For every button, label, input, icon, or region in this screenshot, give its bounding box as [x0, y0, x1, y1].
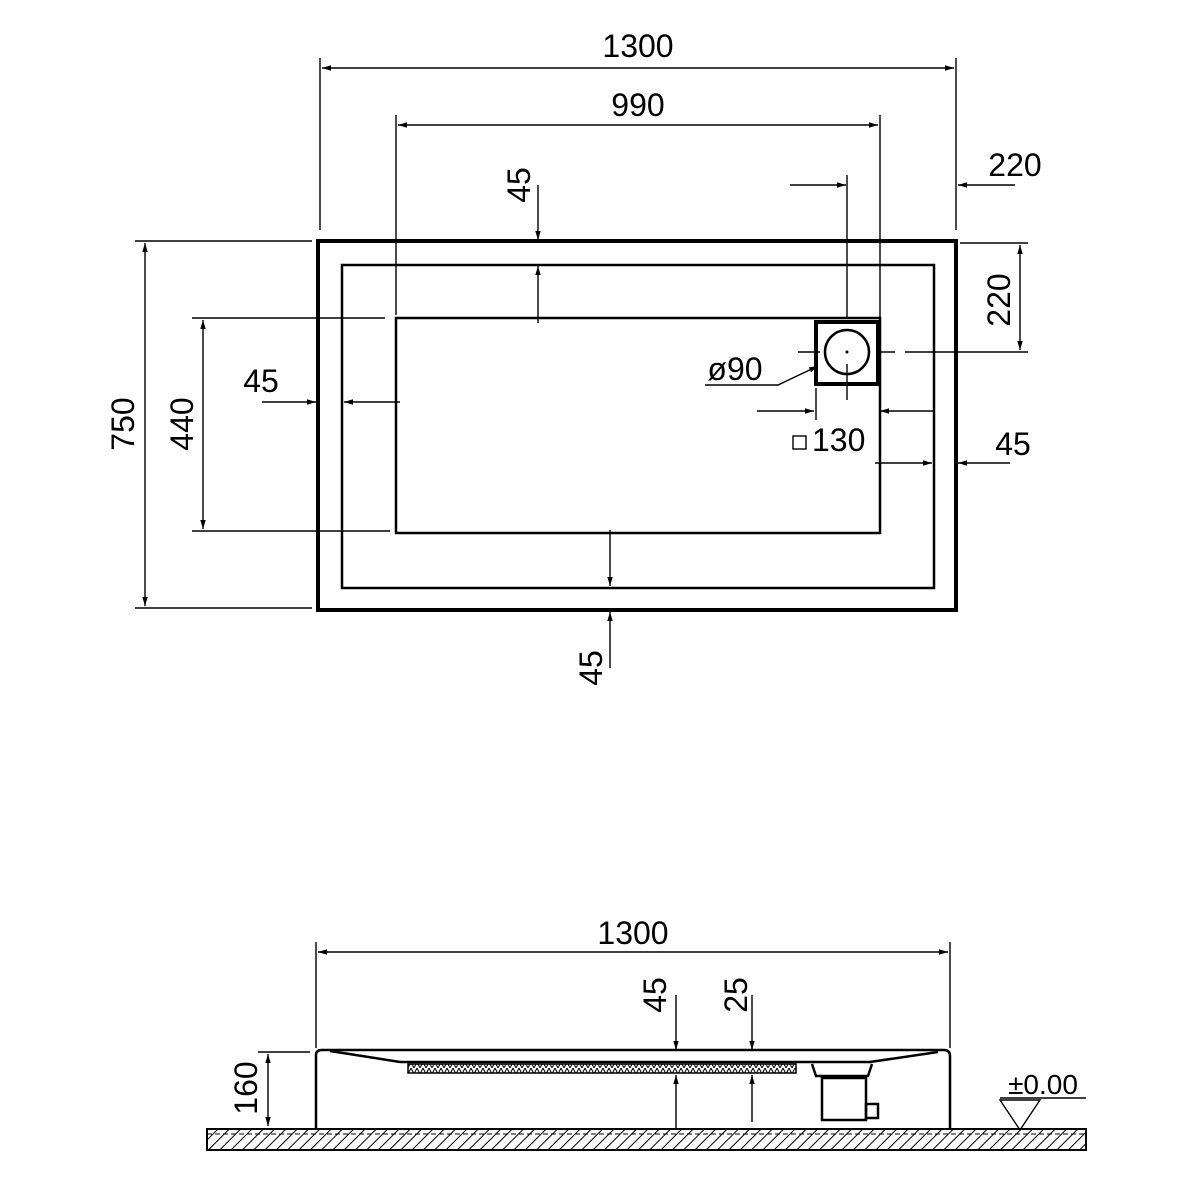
dim-drain-y-label: 220 — [981, 273, 1017, 326]
dim-rim-bottom-label: 45 — [573, 650, 609, 686]
drain-center — [845, 350, 849, 354]
dim-990 — [395, 115, 881, 320]
dim-side-depth-a: 45 — [637, 977, 673, 1013]
level-triangle-icon — [998, 1099, 1042, 1132]
grating — [407, 1063, 797, 1074]
side-view: 1300 45 25 160 ±0.00 — [206, 915, 1087, 1151]
floor-level-label: ±0.00 — [1008, 1069, 1078, 1100]
tray-rim — [340, 263, 936, 590]
tray-profile — [314, 1048, 952, 1128]
dim-overall-length: 1300 — [602, 28, 673, 64]
leader-diameter — [705, 365, 819, 386]
drain-centerlines — [798, 175, 1028, 400]
dim-440 — [192, 317, 390, 532]
dim-side-160 — [258, 1051, 310, 1126]
top-view: 1300 990 45 220 220 ø90 — [105, 28, 1042, 686]
floor — [206, 1128, 1087, 1151]
dim-drain-square — [757, 388, 935, 420]
basin-surface — [329, 1049, 939, 1064]
dim-overall-width: 750 — [105, 397, 141, 450]
drain-head — [810, 1063, 874, 1078]
dim-side-length: 1300 — [597, 915, 668, 951]
dim-drain-y — [960, 242, 1028, 350]
dim-side-depth-b: 25 — [718, 977, 754, 1013]
dim-750 — [135, 240, 312, 609]
dim-rim-left-label: 45 — [243, 363, 279, 399]
drain-outlet — [864, 1102, 880, 1120]
dim-1300 — [319, 58, 957, 230]
dim-drain-x-label: 220 — [988, 147, 1041, 183]
dim-rim-right-label: 45 — [995, 426, 1031, 462]
dim-side-1300 — [315, 942, 951, 1048]
dim-drain-square-label: 130 — [812, 422, 865, 458]
dim-rim-top-label: 45 — [501, 167, 537, 203]
drain-body — [820, 1076, 868, 1122]
dim-basin-length: 990 — [611, 87, 664, 123]
tray-outline — [316, 239, 958, 612]
dim-drain-diameter: ø90 — [707, 351, 762, 387]
dim-side-height: 160 — [228, 1061, 264, 1114]
square-symbol-icon — [792, 435, 807, 450]
basin — [394, 316, 882, 535]
dim-basin-width: 440 — [164, 397, 200, 450]
